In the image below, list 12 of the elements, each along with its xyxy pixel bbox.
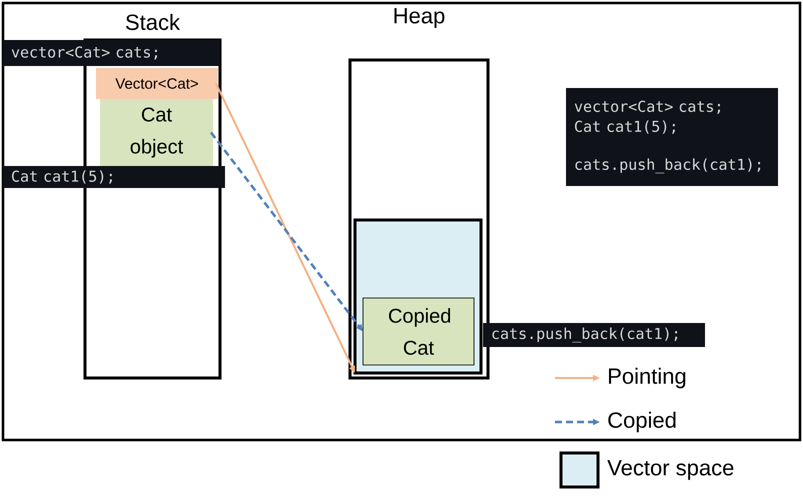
object-box: Cat object — [100, 99, 213, 166]
code-snippet: vector<Cat> cats; Cat cat1(5); cats.push_back(cat1); — [566, 88, 778, 186]
node-label: Heap — [394, 8, 444, 28]
legend-label: Copied — [608, 412, 676, 432]
vector-box: Vector<Cat> — [96, 68, 218, 99]
legend-label: Pointing — [609, 368, 686, 388]
code-snippet: cats.push_back(cat1); — [483, 323, 705, 347]
code-snippet: Cat cat1(5); — [3, 166, 225, 188]
code-snippet: vector<Cat> cats; — [3, 40, 220, 66]
object-box: Copied Cat — [362, 298, 474, 366]
node-label: Stack — [126, 14, 180, 30]
legend-label: Vector space — [607, 460, 734, 480]
